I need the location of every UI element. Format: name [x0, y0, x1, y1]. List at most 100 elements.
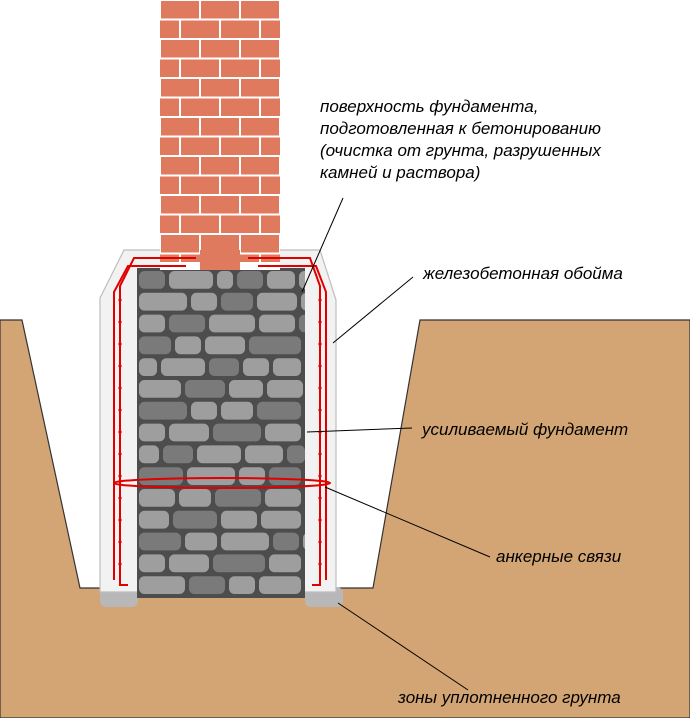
- stone: [220, 531, 270, 552]
- rebar-dot: [318, 496, 322, 500]
- label-concrete-jacket: железобетонная обойма: [423, 264, 623, 283]
- stone: [138, 313, 166, 334]
- leader-foundation: [306, 427, 413, 433]
- stone: [256, 400, 302, 421]
- stone: [236, 270, 264, 290]
- brick: [241, 79, 279, 97]
- brick: [181, 176, 219, 194]
- stone: [190, 291, 218, 312]
- stone: [238, 466, 266, 487]
- stone: [184, 531, 218, 552]
- rebar-dot: [118, 364, 122, 368]
- stone: [160, 357, 206, 378]
- rebar-dot: [118, 298, 122, 302]
- rebar-right: [248, 257, 321, 586]
- stone: [248, 335, 302, 356]
- stone: [260, 509, 302, 530]
- rebar-dot: [118, 342, 122, 346]
- label-prepared-surface-line-1: поверхность фундамента,: [320, 97, 539, 116]
- brick: [221, 98, 259, 116]
- stone: [220, 400, 254, 421]
- brick: [161, 196, 199, 214]
- brick: [160, 176, 179, 194]
- rebar-dot: [118, 320, 122, 324]
- stone: [258, 575, 302, 596]
- brick: [181, 98, 219, 116]
- brick: [161, 118, 199, 136]
- brick: [201, 118, 239, 136]
- stone: [220, 291, 254, 312]
- stone: [138, 270, 166, 290]
- rebar-dot: [118, 430, 122, 434]
- stone: [266, 270, 296, 290]
- stone: [168, 270, 214, 290]
- label-compacted-soil-zones: зоны уплотненного грунта: [398, 688, 621, 707]
- stone: [212, 422, 262, 443]
- stone: [138, 553, 166, 574]
- rebar-dot: [318, 320, 322, 324]
- stone: [268, 466, 302, 487]
- stone: [162, 444, 194, 465]
- stone: [302, 532, 305, 551]
- stone: [304, 338, 305, 353]
- brick: [160, 59, 179, 77]
- rebar-dot: [118, 562, 122, 566]
- rebar-dot: [118, 518, 122, 522]
- rebar-left: [119, 257, 196, 586]
- stone: [172, 509, 218, 530]
- stone: [138, 488, 176, 508]
- brick: [201, 235, 239, 253]
- brick: [241, 40, 279, 58]
- brick: [241, 157, 279, 175]
- brick: [160, 98, 179, 116]
- stone: [186, 466, 236, 487]
- stone: [168, 553, 210, 574]
- stone: [208, 313, 256, 334]
- stone: [300, 291, 305, 312]
- stone: [298, 313, 305, 334]
- stone: [298, 270, 305, 290]
- brick: [161, 157, 199, 175]
- rebar-dot: [318, 452, 322, 456]
- brick: [221, 137, 259, 155]
- label-anchor-ties: анкерные связи: [496, 547, 622, 566]
- stone: [256, 291, 298, 312]
- brick: [221, 215, 259, 233]
- rebar-dot: [318, 364, 322, 368]
- rebar-cage: [113, 257, 327, 586]
- foundation-stones: [138, 270, 305, 596]
- stone: [304, 578, 305, 592]
- rebar-dot: [318, 518, 322, 522]
- brick: [181, 20, 219, 38]
- stone: [272, 357, 302, 378]
- brick: [241, 196, 279, 214]
- anchor-ties: [113, 477, 331, 489]
- stone: [168, 313, 206, 334]
- brick: [161, 79, 199, 97]
- brick: [160, 137, 179, 155]
- brick: [201, 157, 239, 175]
- brick: [201, 79, 239, 97]
- label-reinforced-foundation: усиливаемый фундамент: [422, 420, 629, 439]
- label-prepared-surface-line-3: (очистка от грунта, разрушенных: [320, 141, 601, 160]
- stone: [138, 379, 182, 399]
- soil: [0, 319, 690, 718]
- stone: [268, 553, 302, 574]
- stone: [242, 357, 270, 378]
- leader-soil: [337, 602, 469, 691]
- rebar-dot: [318, 342, 322, 346]
- brick: [241, 118, 279, 136]
- rebar-dot: [318, 386, 322, 390]
- label-prepared-surface-line-2: подготовленная к бетонированию: [320, 119, 601, 138]
- stone: [304, 360, 305, 374]
- stone: [220, 509, 258, 530]
- brick: [181, 59, 219, 77]
- label-prepared-surface: поверхность фундамента, подготовленная к…: [320, 96, 601, 184]
- label-prepared-surface-line-4: камней и раствора): [320, 163, 481, 182]
- stone: [304, 512, 305, 527]
- brick: [241, 235, 279, 253]
- stone: [212, 553, 266, 574]
- stone: [266, 379, 304, 399]
- stone: [272, 531, 300, 552]
- brick: [161, 40, 199, 58]
